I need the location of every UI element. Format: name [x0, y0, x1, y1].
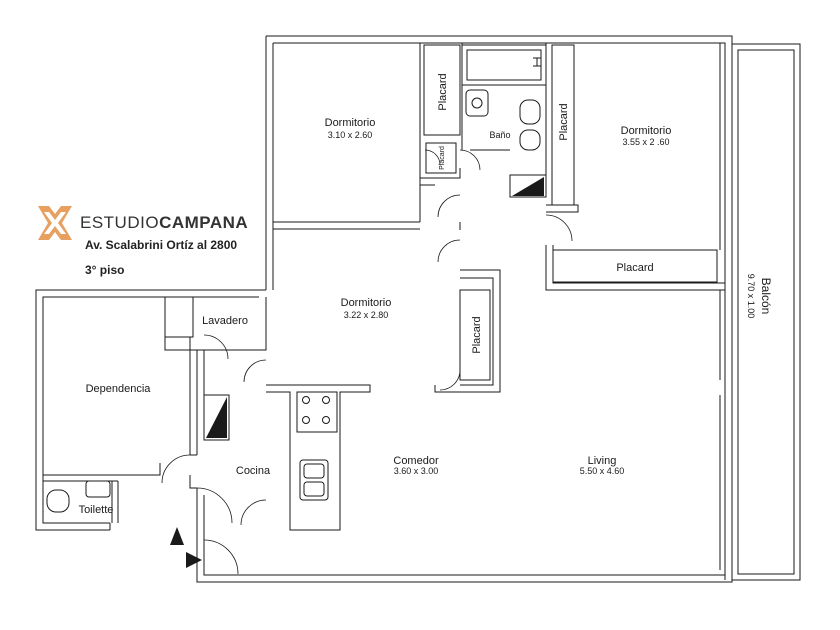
outer-walls — [35, 35, 733, 583]
dormitorio-3-dims: 3.22 x 2.80 — [344, 310, 389, 320]
living-label: Living — [588, 455, 617, 467]
placard-1-label: Placard — [437, 73, 449, 110]
door-swings — [161, 149, 573, 575]
address: Av. Scalabrini Ortíz al 2800 — [85, 238, 238, 252]
room-labels: Dormitorio 3.10 x 2.60 Dormitorio 3.55 x… — [79, 73, 773, 516]
placard-3-label: Placard — [616, 262, 653, 274]
brand-prefix: ESTUDIO — [80, 213, 160, 232]
lavadero-label: Lavadero — [202, 315, 248, 327]
placard-4-label: Placard — [471, 316, 483, 353]
cocina-label: Cocina — [236, 465, 271, 477]
balcon-dims: 9.70 x 1.00 — [746, 274, 756, 319]
toilette-label: Toilette — [79, 504, 114, 516]
brand-name: ESTUDIOCAMPANA — [80, 213, 248, 233]
placard-small-label: Placard — [439, 146, 446, 170]
dormitorio-1-dims: 3.10 x 2.60 — [328, 130, 373, 140]
dormitorio-1-label: Dormitorio — [325, 117, 376, 129]
brand: ESTUDIOCAMPANA — [36, 204, 248, 242]
bathroom-fixtures — [465, 57, 541, 151]
balcony — [719, 43, 801, 581]
floor-label: 3° piso — [85, 263, 125, 277]
living-dims: 5.50 x 4.60 — [580, 466, 625, 476]
entrance-arrow-up-icon — [170, 527, 184, 545]
entrance-arrows — [170, 527, 202, 568]
bano-label: Baño — [489, 130, 510, 140]
balcon-label: Balcón — [759, 278, 773, 315]
entrance-arrow-right-icon — [186, 552, 202, 568]
comedor-dims: 3.60 x 3.00 — [394, 466, 439, 476]
dependencia-label: Dependencia — [86, 383, 152, 395]
placard-2-label: Placard — [558, 103, 570, 140]
dormitorio-3-label: Dormitorio — [341, 297, 392, 309]
dormitorio-2-dims: 3.55 x 2 .60 — [622, 137, 669, 147]
dormitorio-2-label: Dormitorio — [621, 125, 672, 137]
interior-walls — [46, 43, 725, 531]
campana-x-logo-icon — [38, 206, 72, 240]
brand-name-bold: CAMPANA — [159, 213, 249, 232]
comedor-label: Comedor — [393, 455, 439, 467]
